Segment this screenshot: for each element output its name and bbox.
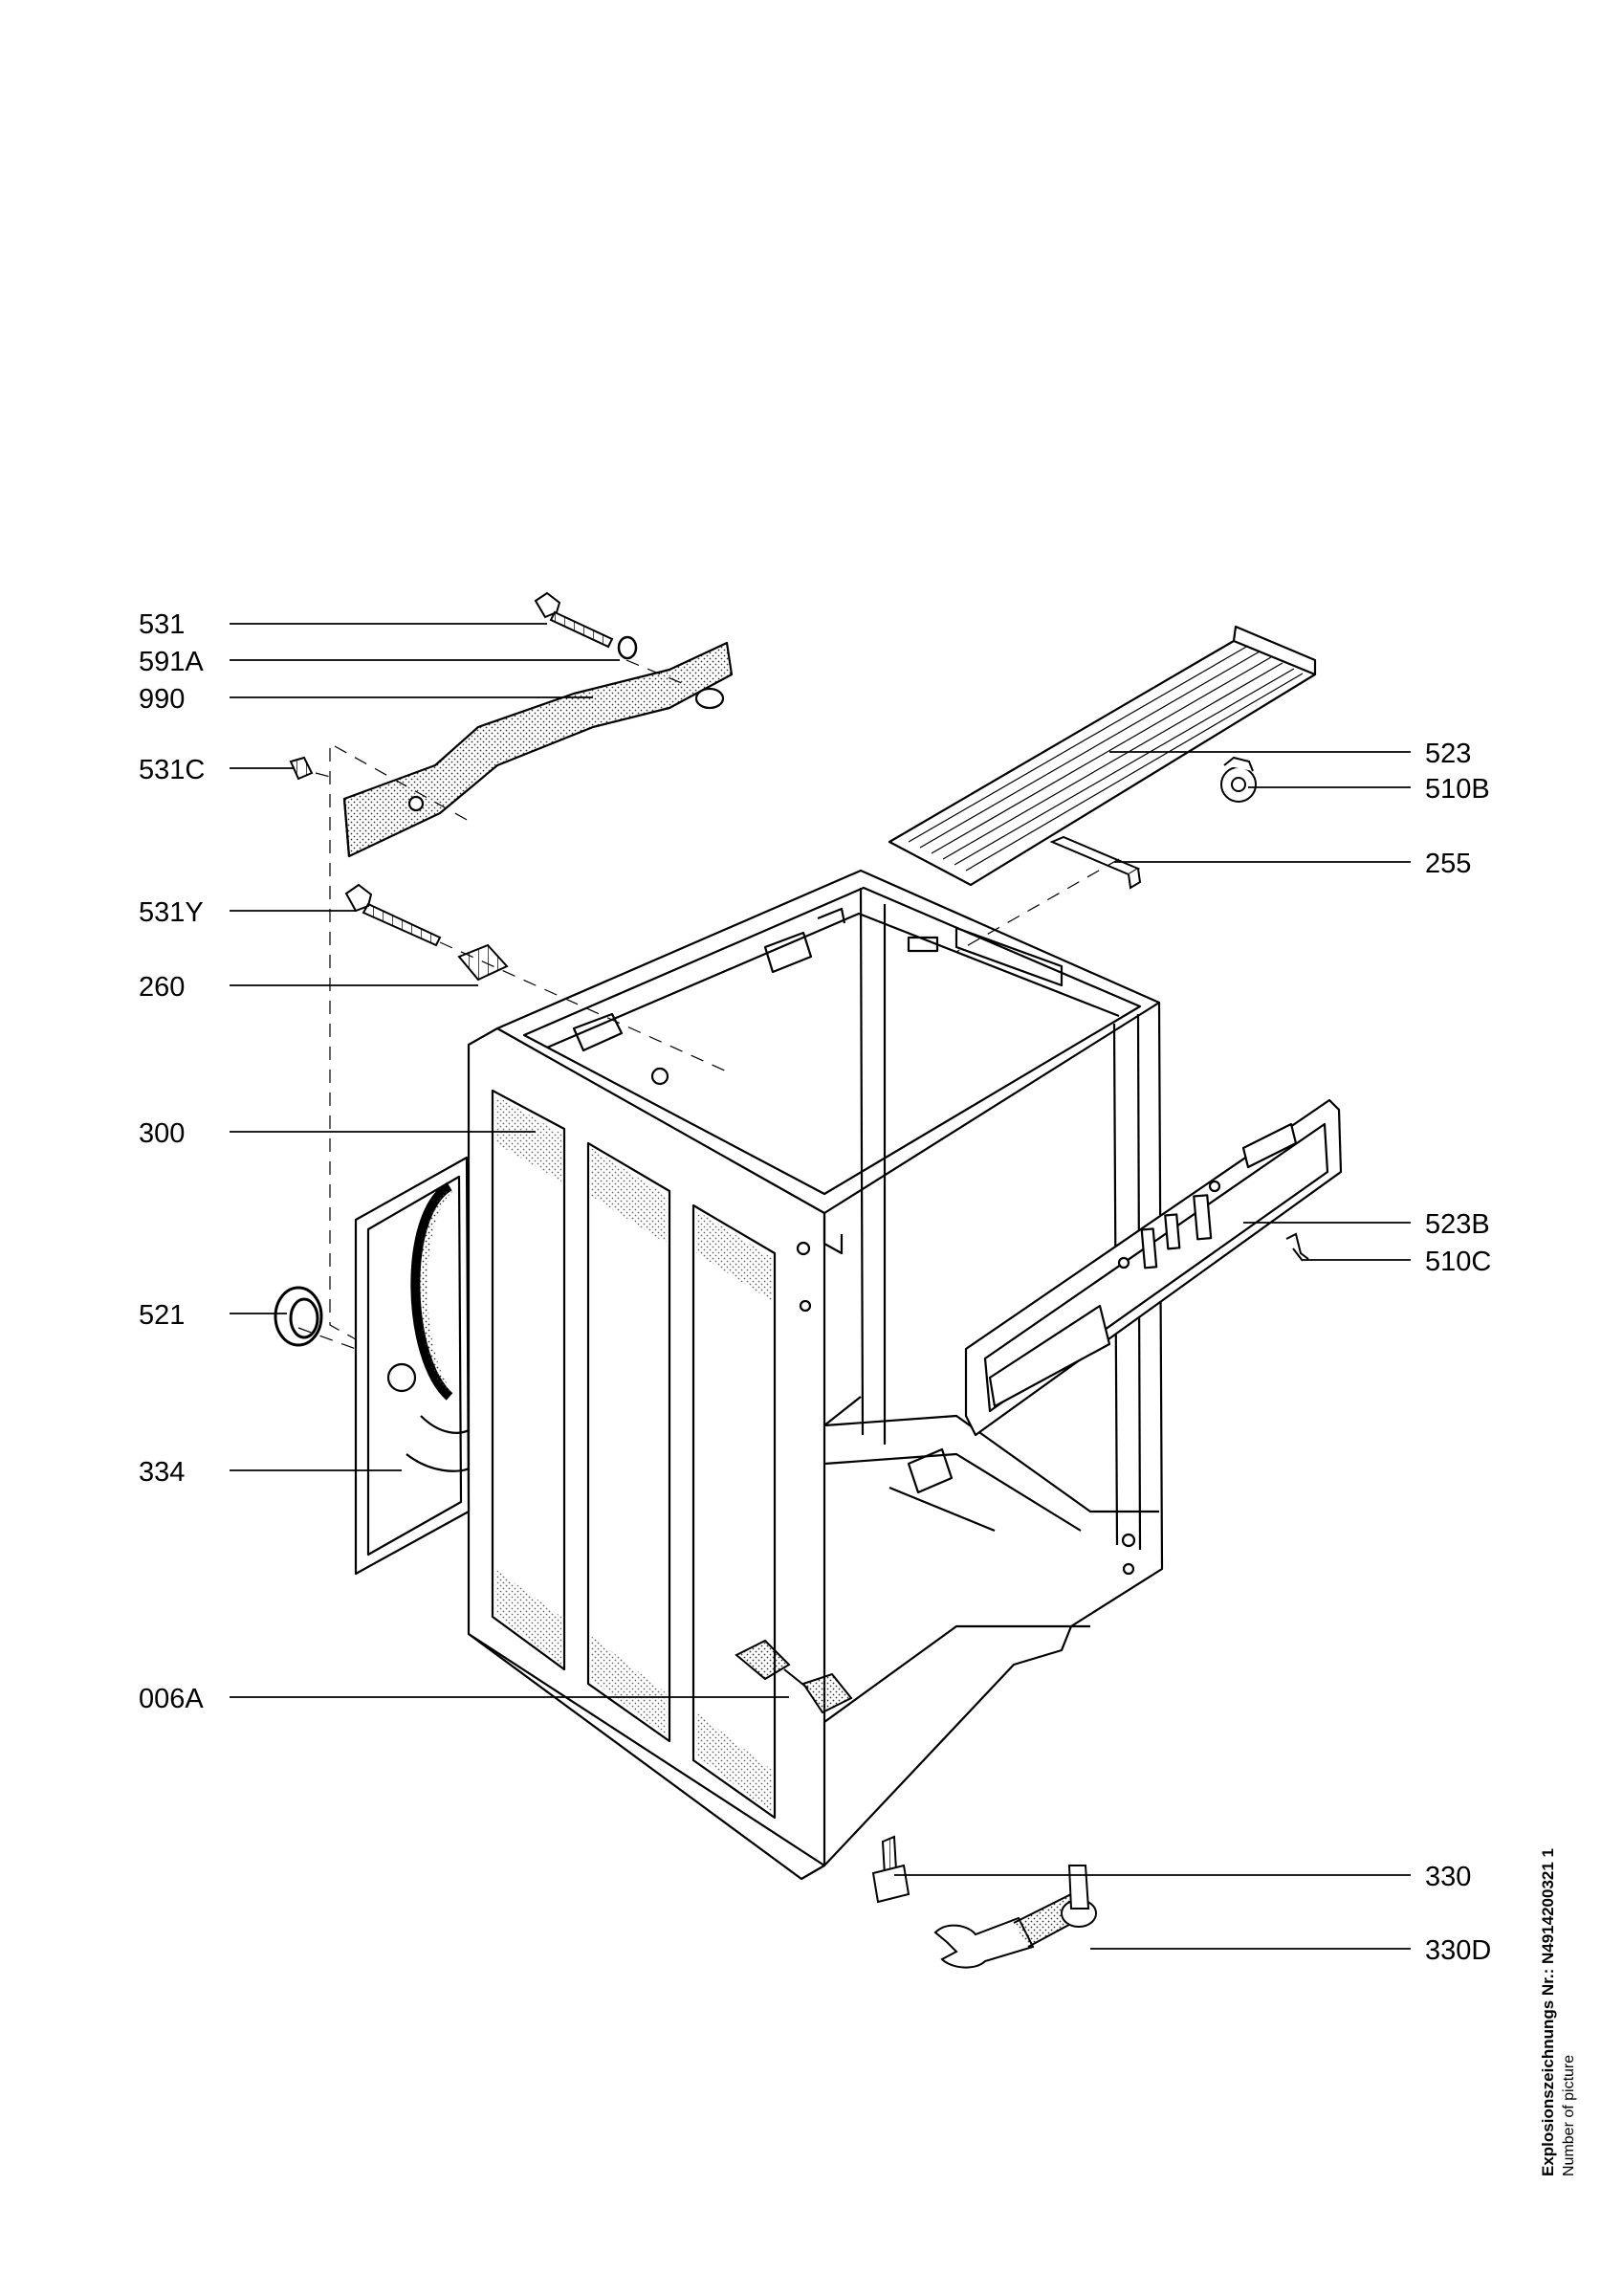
door-texture (419, 1191, 453, 1392)
callout-255: 255 (1425, 849, 1471, 879)
ring-521 (274, 1286, 323, 1347)
callout-523: 523 (1425, 739, 1471, 769)
callout-334: 334 (139, 1457, 185, 1488)
bolt-531y (344, 883, 442, 947)
callout-300: 300 (139, 1118, 185, 1149)
callout-330: 330 (1425, 1862, 1471, 1892)
lock-bracket-006a (735, 1639, 853, 1714)
callout-330d: 330D (1425, 1935, 1491, 1966)
callout-510c: 510C (1425, 1247, 1491, 1277)
callout-labels-left: 531 591A 990 531C 531Y 260 300 521 334 0… (139, 609, 205, 1714)
callout-006a: 006A (139, 1684, 204, 1714)
bolt-531 (534, 591, 614, 649)
panel-texture (495, 1095, 772, 1813)
door-panel-334 (354, 1156, 471, 1576)
wrench-330d (933, 1865, 1097, 1969)
top-cover-523 (888, 625, 1317, 887)
foot-330 (871, 1835, 910, 1904)
callout-521: 521 (139, 1300, 185, 1331)
callout-510b: 510B (1425, 774, 1490, 805)
drawing-number-caption: Explosionszeichnungs Nr.: N4914200321 1 … (1538, 1848, 1580, 2176)
callout-531c: 531C (139, 755, 205, 785)
washer-591a (617, 635, 638, 660)
bar-255 (1049, 835, 1142, 890)
screw-531c (289, 756, 314, 781)
callout-531: 531 (139, 609, 185, 640)
picture-caption: Number of picture (1561, 2054, 1577, 2176)
clip-510b (1220, 756, 1257, 803)
callout-591a: 591A (139, 647, 204, 677)
callout-523b: 523B (1425, 1209, 1490, 1240)
callout-990: 990 (139, 684, 185, 715)
leader-lines (230, 623, 1411, 1950)
callout-labels-right: 523 510B 255 523B 510C 330 330D (1425, 739, 1491, 1966)
cross-beam-990 (342, 641, 734, 858)
clip-510c (1285, 1232, 1309, 1262)
callout-260: 260 (139, 972, 185, 1003)
callout-531y: 531Y (139, 897, 204, 928)
drawing-number: Explosionszeichnungs Nr.: N4914200321 1 (1539, 1848, 1557, 2176)
support-bracket-523b (964, 1098, 1343, 1437)
alignment-lines (297, 659, 1120, 1350)
spacer-spring-260 (457, 943, 509, 982)
